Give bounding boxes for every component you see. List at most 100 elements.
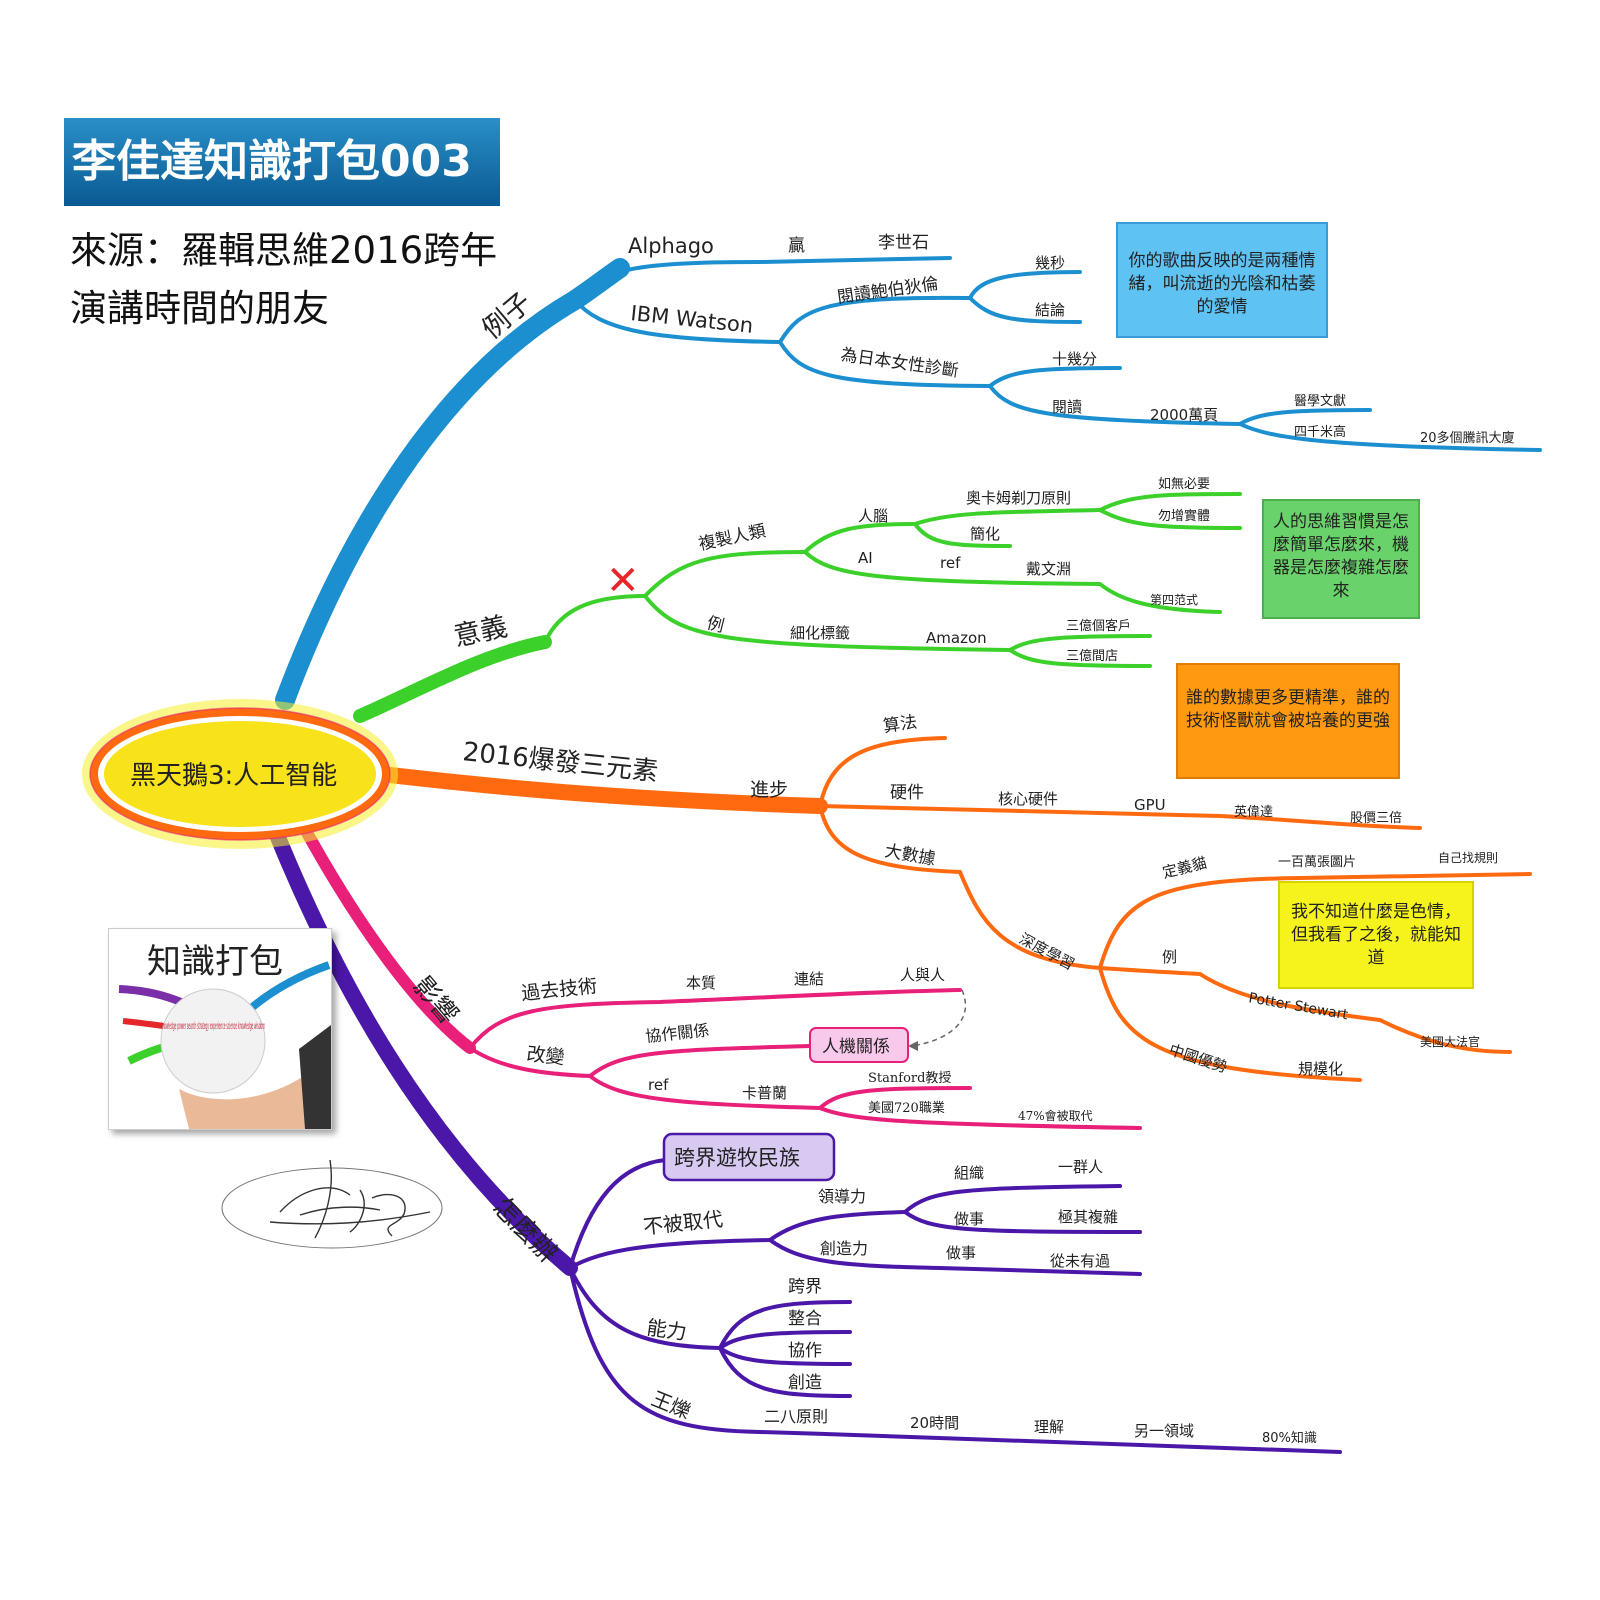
edge-ref [588,1074,822,1110]
label-diagnose: 為日本女性診斷 [839,345,960,381]
trunk-impact [294,814,476,1054]
label-people: 人與人 [900,966,945,984]
label-algo: 算法 [882,712,918,737]
edge-a2 [718,1330,852,1350]
trunk-examples [275,258,630,710]
label-million: 一百萬張圖片 [1278,855,1356,870]
note-green: 人的思維習慣是怎麼簡單怎麼來，機器是怎麼複雜怎麼來 [1262,499,1420,619]
blue-labels: 例子 Alphago 贏 李世石 IBM Watson 閱讀鮑伯狄倫 幾秒 結論… [477,233,1515,446]
edge-hardware [818,804,1422,830]
edge-change [468,1046,592,1078]
edge-a4 [718,1346,852,1398]
note-blue: 你的歌曲反映的是兩種情緒，叫流逝的光陰和枯萎的愛情 [1116,222,1328,338]
label-never: 從未有過 [1050,1252,1110,1270]
label-tags: 細化標籤 [790,624,850,642]
edge-jobs [818,1106,1142,1130]
edge-algo [818,736,947,808]
label-paradigm: 第四范式 [1150,593,1198,607]
label-nvidia: 英偉達 [1234,805,1273,820]
label-carpenter: 卡普蘭 [742,1084,787,1102]
edge-ability [568,1266,722,1350]
label-unnecessary: 如無必要 [1158,476,1210,492]
edge-ai [803,550,1222,614]
edge-past [468,988,962,1050]
label-ability: 能力 [645,1315,688,1344]
label-hm: 人機關係 [822,1037,890,1057]
label-gpu: GPU [1134,796,1166,814]
label-win: 贏 [788,236,805,256]
trunk-meaning [353,635,552,723]
label-a4: 創造 [788,1373,822,1393]
label-read: 閱讀 [1052,398,1082,416]
label-what: 怎麼辦 [487,1192,563,1269]
label-scale: 規模化 [1298,1060,1343,1078]
label-stock: 股價三倍 [1350,811,1402,826]
orange-branches [818,736,1532,1082]
edge-read [988,384,1242,426]
edge-collab [588,1044,812,1078]
label-china: 中國優勢 [1167,1041,1230,1077]
edge-example [643,594,1012,652]
label-hours: 20時間 [910,1414,959,1432]
label-customers: 三億個客戶 [1066,618,1131,634]
edge-read-dylan [778,270,1082,344]
edge-stanford [818,1086,972,1110]
photo-logo: 知識打包 [147,942,283,982]
label-leadership: 領導力 [818,1187,866,1206]
label-other: 另一領域 [1134,1422,1194,1440]
label-ref: ref [940,554,961,572]
label-a3: 協作 [788,1341,822,1361]
label-connect: 連結 [794,970,824,988]
label-seconds: 幾秒 [1035,254,1065,272]
edge-customers [1008,634,1152,652]
sphere [160,988,266,1094]
label-past: 過去技術 [520,975,598,1005]
label-dai: 戴文淵 [1026,560,1071,578]
note-yellow: 我不知道什麼是色情，但我看了之後，就能知道 [1278,881,1474,989]
label-creativity: 創造力 [820,1239,868,1258]
source-text: 來源：羅輯思維2016跨年演講時間的朋友 [70,229,498,330]
label-do2: 做事 [946,1244,976,1262]
label-tencent: 20多個騰訊大廈 [1420,430,1515,446]
edge-no-add [1098,508,1242,530]
edge-deep-example [1098,966,1512,1054]
edge-medical [1238,408,1372,426]
edge-a1 [718,1300,852,1350]
knowledge-sphere-illustration: 知識打包 knowledge power search strategy exp… [118,942,331,1129]
nomad-box: 跨界遊牧民族 [662,1132,836,1182]
edge-alphago [573,256,952,302]
label-ten-min: 十幾分 [1052,350,1097,368]
label-replaced: 47%會被取代 [1018,1109,1093,1123]
label-change: 改變 [525,1043,565,1069]
label-ref-pink: ref [648,1076,669,1094]
center-node: 黑天鵝3:人工智能 [82,699,398,849]
hand [179,1059,331,1129]
edge-unnecessary [1098,492,1242,512]
label-define-cat: 定義貓 [1161,854,1209,882]
label-hardware: 硬件 [890,783,924,803]
trunk-lines [267,258,828,1276]
knowledge-pack-image: 知識打包 knowledge power search strategy exp… [108,928,332,1130]
edge-bigdata [818,804,962,874]
label-knowledge: 80%知識 [1262,1430,1317,1446]
label-height: 四千米高 [1294,424,1346,440]
edge-meaning-fork [543,594,647,644]
label-progress: 進步 [750,779,788,801]
label-wang: 王爍 [648,1386,694,1423]
edge-stores [1008,648,1152,668]
edge-define-cat [1098,872,1532,970]
edge-organize [903,1184,1122,1214]
orange-labels: 2016爆發三元素 進步 算法 硬件 核心硬件 GPU 英偉達 股價三倍 大數據… [461,712,1498,1078]
label-collab: 協作關係 [644,1020,710,1046]
edge-do1 [903,1210,1142,1234]
label-nomad: 跨界遊牧民族 [674,1146,800,1170]
center-label: 黑天鵝3:人工智能 [130,761,337,791]
dashed-arrow-head [908,1041,918,1051]
sleeve [299,1025,331,1129]
pink-branches [468,988,1142,1130]
label-no-add: 勿增實體 [1158,508,1210,524]
label-medical: 醫學文獻 [1294,393,1346,409]
purple-branches [568,1158,1342,1454]
edge-not-replaced [568,1238,772,1270]
